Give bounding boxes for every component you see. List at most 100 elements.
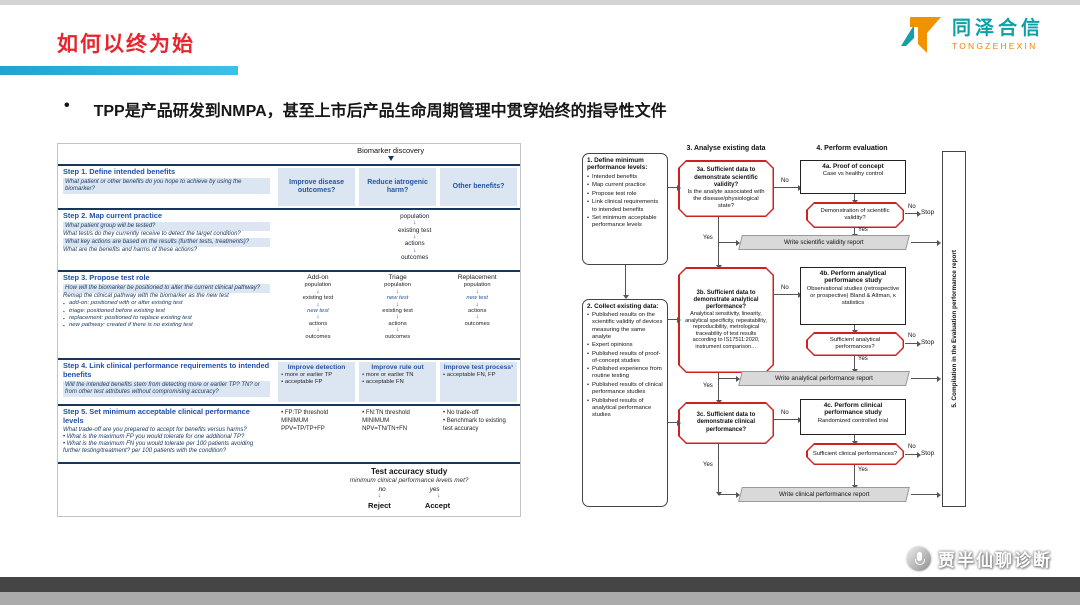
option-title: Improve detection (287, 364, 346, 371)
step2-title: Step 2. Map current practice (63, 211, 162, 220)
box1-bullet: Set minimum acceptable performance level… (587, 215, 663, 229)
option-line: MINIMUM (362, 417, 390, 424)
flow-node: existing test (382, 308, 413, 314)
step3-bullet-1: add-on: positioned with or after existin… (63, 300, 270, 307)
no-label: No (908, 204, 916, 210)
connector-arrow (851, 194, 858, 204)
proof-of-concept-box: 4a. Proof of concept Case vs healthy con… (800, 160, 906, 194)
connector-arrow (851, 325, 858, 334)
reject-label: Reject (368, 500, 391, 510)
box2-bullet: Published results of analytical performa… (587, 398, 663, 419)
box-4a-title: 4a. Proof of concept (822, 163, 884, 170)
company-logo-icon (900, 17, 941, 53)
box2-bullet: Published results of clinical performanc… (587, 382, 663, 396)
flow-node: outcomes (401, 254, 429, 262)
box1-bullet: Link clinical requirements to intended b… (587, 199, 663, 213)
box2-title: 2. Collect existing data: (587, 303, 659, 310)
yes-label: Yes (703, 462, 713, 468)
decision-3b-question: 3b. Sufficient data to demonstrate analy… (693, 289, 759, 311)
flow-node-new-test: new test (386, 295, 409, 302)
stop-label: Stop (921, 450, 935, 457)
stop-label: Stop (921, 209, 935, 216)
option-line: • FN:TN threshold (362, 410, 410, 416)
decision-3a-scientific-validity: 3a. Sufficient data to demonstrate scien… (678, 160, 774, 217)
step4-option-3: Improve test process¹ • acceptable FN, F… (440, 362, 517, 402)
down-arrow-icon (387, 156, 394, 161)
connector-arrow (911, 491, 941, 498)
biomarker-discovery-label: Biomarker discovery (357, 146, 425, 155)
flow-node-new-test: new test (307, 308, 329, 314)
flow-node: actions (388, 320, 407, 327)
box-4b-title: 4b. Perform analytical performance study (819, 270, 887, 285)
decision-4b-sufficient-analytical: Sufficient analytical performances? (806, 332, 904, 356)
step2-question-4: What are the benefits and harms of these… (63, 247, 198, 254)
label-yes: yes (429, 486, 440, 493)
report-3-label: Write clinical performance report (778, 491, 870, 498)
step4-option-2: Improve rule out • more or earlier TN • … (359, 362, 437, 402)
connector-arrow (774, 291, 802, 298)
step3-title: Step 3. Propose test role (63, 273, 150, 282)
step5-option-3: • No trade-off • Benchmark to existing t… (440, 408, 517, 460)
option-line: test accuracy (443, 425, 479, 432)
box-4c-title: 4c. Perform clinical performance study (823, 402, 883, 417)
bullet-text: TPP是产品研发到NMPA，甚至上市后产品生命周期管理中贯穿始终的指导性文件 (93, 103, 667, 120)
flow-node: population (384, 282, 411, 289)
step2-block: Step 2. Map current practice What patien… (58, 208, 520, 270)
option-line: MINIMUM (281, 417, 309, 424)
step5-question-1: What trade-off are you prepared to accep… (63, 426, 247, 433)
accept-label: Accept (424, 500, 451, 510)
step5-left: Step 5. Set minimum acceptable clinical … (58, 406, 275, 462)
clinical-performance-study-box: 4c. Perform clinical performance study R… (800, 399, 906, 435)
flow-node: outcomes (464, 320, 490, 327)
decision-4a-demonstration: Demonstration of scientific validity? (806, 202, 904, 228)
connector-arrow (774, 416, 802, 423)
step4-left: Step 4. Link clinical performance requir… (58, 360, 275, 404)
analytical-performance-study-box: 4b. Perform analytical performance study… (800, 267, 906, 325)
current-pathway-flow: population existing test actions outcome… (398, 213, 431, 261)
step2-question-2: What test/s do they currently receive to… (63, 231, 241, 238)
option-title: Improve rule out (371, 364, 424, 371)
test-accuracy-question: minimum clinical performance levels met? (349, 477, 469, 484)
test-accuracy-block: Test accuracy study minimum clinical per… (58, 462, 520, 516)
step1-option-1: Improve disease outcomes? (278, 168, 356, 206)
step2-right: population existing test actions outcome… (275, 210, 520, 270)
step1-option-2: Reduce iatrogenic harm? (359, 168, 437, 206)
decision-4c-question: Sufficient clinical performances? (812, 450, 898, 457)
box2-bullet: Expert opinions (587, 342, 663, 349)
step3-question-2: Remap the clinical pathway with the biom… (63, 293, 229, 300)
box2-bullet: Published results on the scientific vali… (587, 312, 663, 340)
company-name: 同泽合信 (951, 17, 1044, 39)
option-line: • acceptable FP (281, 379, 323, 386)
evaluate-header: 4. Perform evaluation (816, 145, 888, 152)
connector-arrow (905, 340, 921, 347)
step3-bullet-2: triage: positioned before existing test (63, 308, 270, 315)
step3-question-1: How will the biomarker be positioned to … (63, 283, 271, 294)
bottom-light-strip (0, 592, 1080, 605)
analytical-performance-report: Write analytical performance report (738, 371, 910, 386)
yes-label: Yes (858, 356, 868, 362)
decision-3c-question: 3c. Sufficient data to demonstrate clini… (696, 412, 756, 433)
box-4c-subtitle: Randomized controlled trial (817, 417, 889, 424)
yes-label: Yes (858, 467, 868, 473)
step1-option-3: Other benefits? (440, 168, 517, 206)
decision-4a-question: Demonstration of scientific validity? (820, 208, 890, 221)
box2-bullet: Published experience from routine testin… (587, 366, 663, 380)
flow-node: actions (404, 240, 425, 248)
company-logo-text: 同泽合信 TONGZEHEXIN (951, 17, 1044, 52)
decision-4c-sufficient-clinical: Sufficient clinical performances? (806, 443, 904, 465)
option-line: NPV=TN/TN+FN (362, 425, 408, 432)
connector-arrow (715, 444, 722, 496)
label-no: no (378, 486, 386, 493)
yes-label: Yes (703, 383, 713, 389)
connector-arrow (851, 435, 858, 445)
no-label: No (781, 285, 789, 291)
title-accent-bar (0, 66, 238, 75)
flow-node: existing test (398, 226, 432, 234)
option-title: Improve test process¹ (443, 364, 514, 371)
flow-node: existing test (302, 295, 334, 302)
step5-title: Step 5. Set minimum acceptable clinical … (63, 407, 250, 425)
down-arrow-icon (437, 493, 440, 500)
box1-bullet: Intended benefits (587, 174, 663, 181)
compilation-report-label: 5. Compilation in the Evaluation perform… (950, 250, 958, 408)
flow-node: actions (468, 308, 487, 314)
